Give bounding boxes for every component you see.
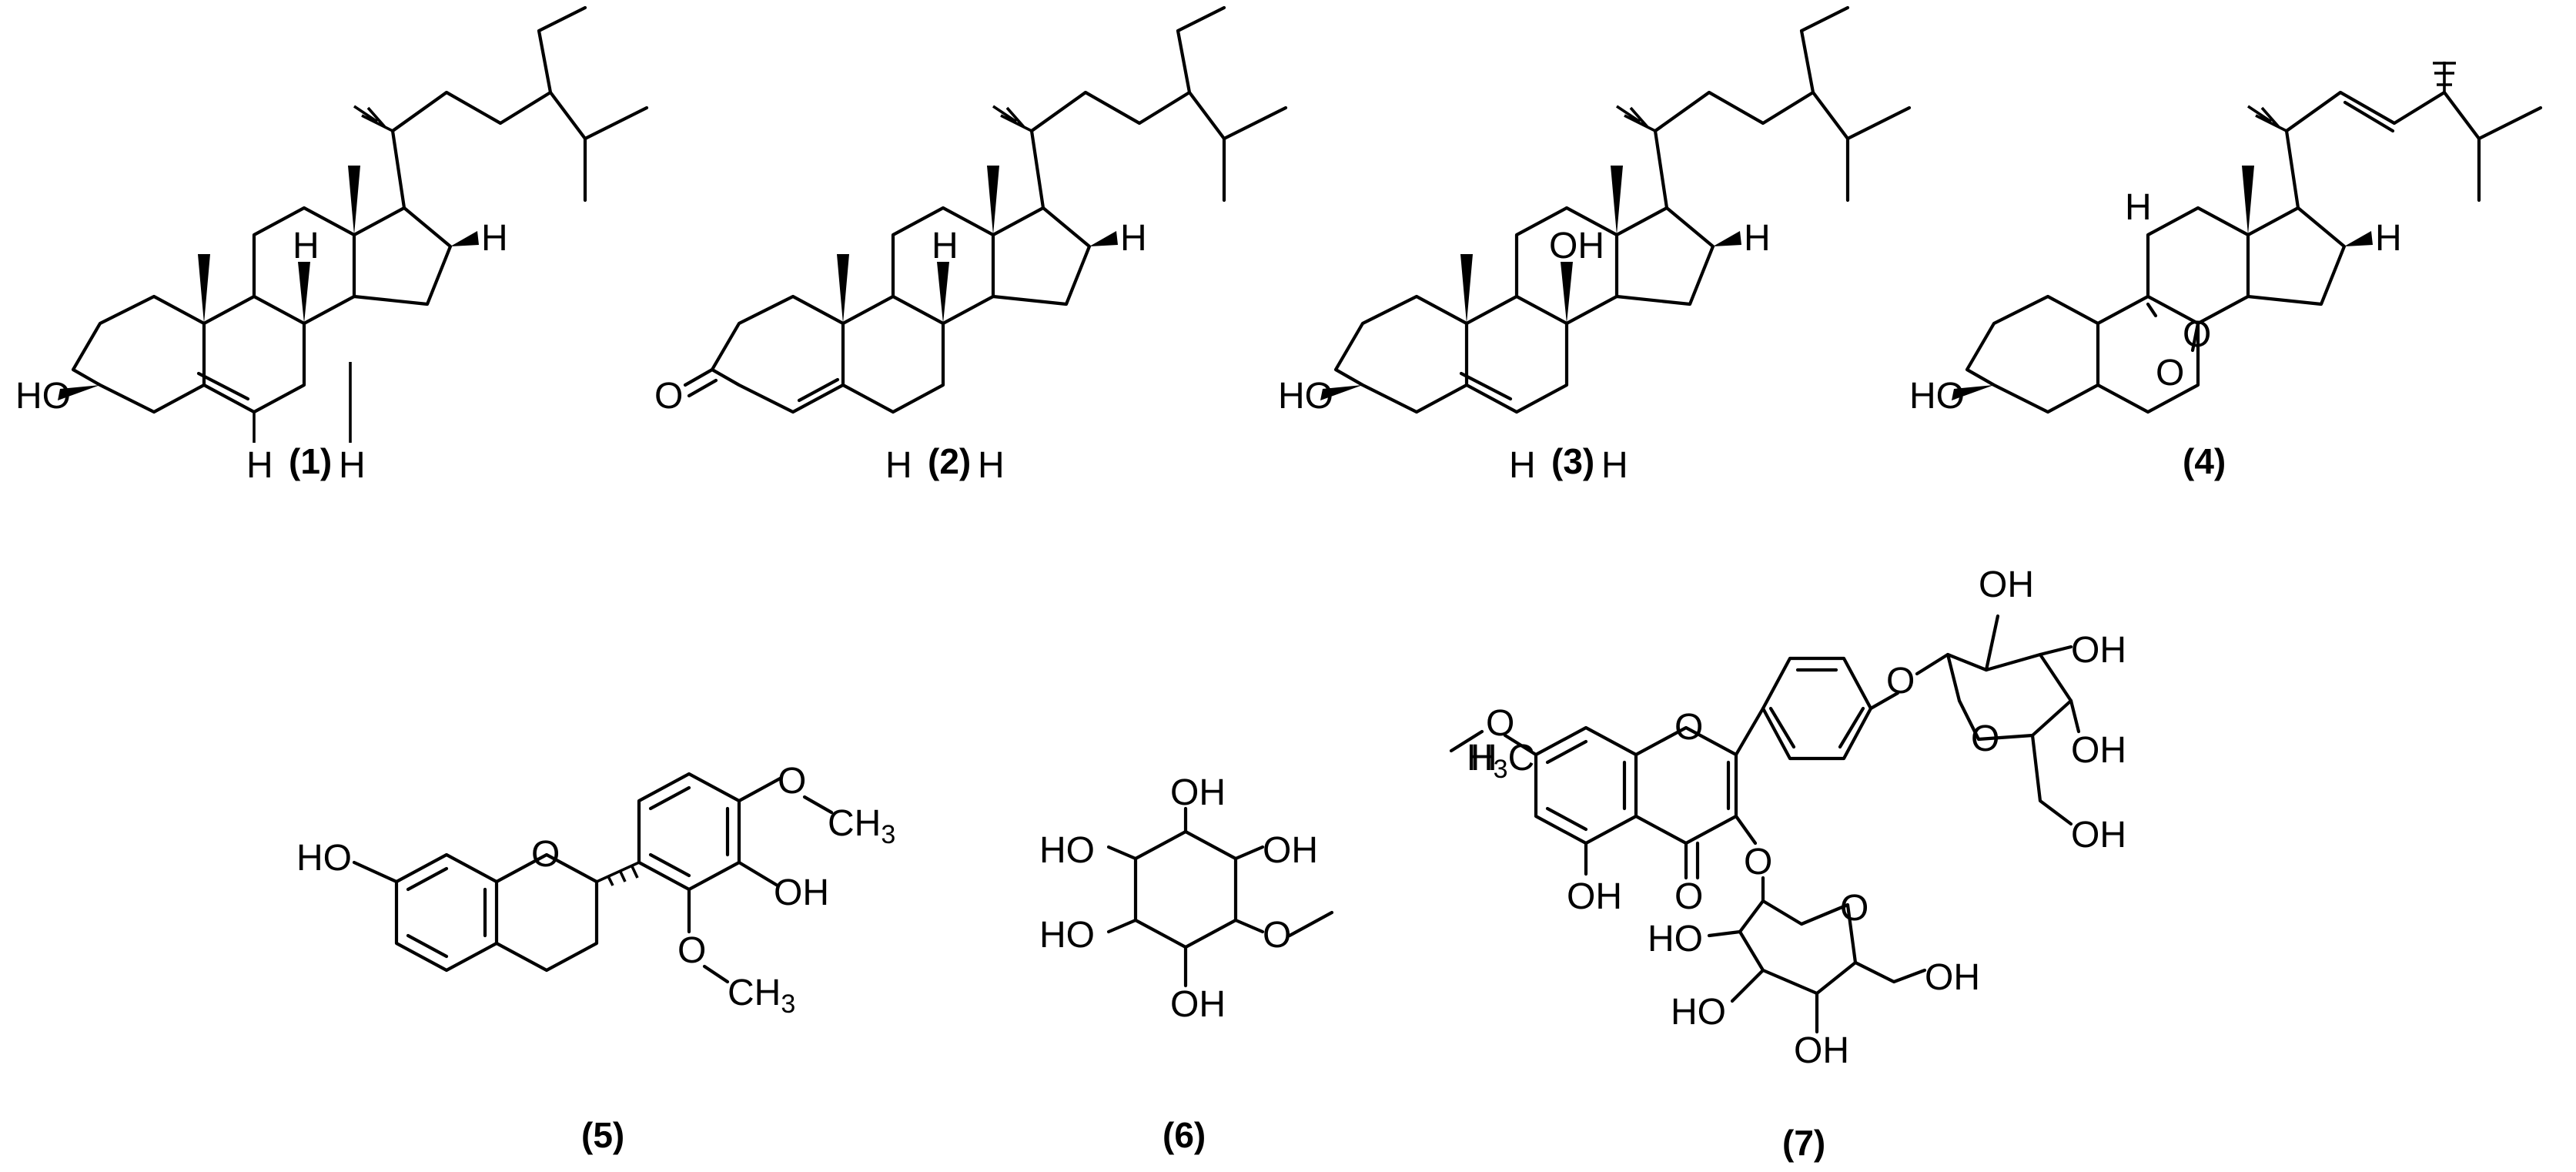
- ho-label: HO: [15, 376, 71, 417]
- h-label: H: [2375, 218, 2402, 259]
- compound-1: H H H H HO (1): [15, 5, 649, 486]
- o-label: O: [2156, 353, 2184, 393]
- ho-label: HO: [1278, 376, 1333, 417]
- compound-label-3: (3): [1551, 441, 1594, 481]
- oh-label: OH: [1263, 830, 1318, 871]
- oh-label: OH: [774, 872, 829, 913]
- compound-label-6: (6): [1163, 1115, 1206, 1155]
- oh-label: OH: [1925, 957, 1980, 998]
- o-label: O: [1263, 915, 1291, 956]
- ho-label: HO: [1671, 992, 1726, 1033]
- o-label: O: [1971, 718, 1999, 759]
- ho-label: HO: [1909, 376, 1965, 417]
- ho-label: HO: [296, 838, 352, 879]
- o-label: O: [1674, 876, 1703, 917]
- h-label: H: [885, 445, 912, 486]
- oh-label: OH: [1170, 984, 1226, 1025]
- oh-label: OH: [1567, 876, 1622, 917]
- compound-label-7: (7): [1782, 1123, 1825, 1163]
- o-label: O: [677, 930, 706, 971]
- o-label: O: [1674, 707, 1703, 748]
- o-label: O: [1840, 888, 1868, 929]
- h-label: H: [932, 226, 958, 266]
- compound-label-1: (1): [289, 441, 332, 481]
- oh-label: OH: [1979, 564, 2034, 605]
- ho-label: HO: [1039, 830, 1095, 871]
- ch3-label: CH3: [828, 803, 895, 849]
- compound-label-2: (2): [928, 441, 971, 481]
- oh-label: OH: [2071, 815, 2126, 856]
- oh-label: OH: [1170, 772, 1226, 813]
- h-label: H: [978, 445, 1005, 486]
- compound-6: OH OH HO HO OH O (6): [1039, 772, 1334, 1155]
- oh-label: OH: [1794, 1030, 1849, 1071]
- h-label: H: [1120, 218, 1147, 259]
- oh-label: OH: [2071, 730, 2126, 771]
- o-label: O: [654, 376, 683, 417]
- o-label: O: [1486, 703, 1514, 744]
- compound-label-4: (4): [2183, 441, 2226, 481]
- compound-7: O O OH O H H3C O O HO HO OH OH O: [1449, 564, 2126, 1163]
- oh-label: OH: [1549, 226, 1604, 266]
- oh-label: OH: [2071, 630, 2126, 671]
- h-label: H: [481, 218, 508, 259]
- o-label: O: [1744, 842, 1772, 882]
- o-label: O: [531, 834, 560, 875]
- h-label: H: [246, 445, 273, 486]
- h-label: H: [293, 226, 319, 266]
- o-label: O: [2183, 314, 2211, 355]
- compound-3: H OH H H HO (3): [1278, 5, 1912, 486]
- compound-2: H H H H O (2): [654, 5, 1288, 486]
- compound-label-5: (5): [581, 1115, 624, 1155]
- h3c-label: H: [1470, 738, 1497, 779]
- o-label: O: [1886, 661, 1915, 702]
- h-label: H: [1601, 445, 1628, 486]
- h-label: H: [2125, 187, 2152, 228]
- compound-4: H H O O HO (4): [1909, 62, 2543, 481]
- ho-label: HO: [1039, 915, 1095, 956]
- h-label: H: [1509, 445, 1536, 486]
- ho-label: HO: [1648, 919, 1703, 959]
- compound-5: O HO O CH3 OH O CH3 (5): [296, 761, 895, 1155]
- o-label: O: [778, 761, 806, 802]
- ch3-label: CH3: [728, 973, 795, 1019]
- h-label: H: [339, 445, 366, 486]
- h3c-label: H3C: [1467, 738, 1534, 784]
- h-label: H: [1744, 218, 1771, 259]
